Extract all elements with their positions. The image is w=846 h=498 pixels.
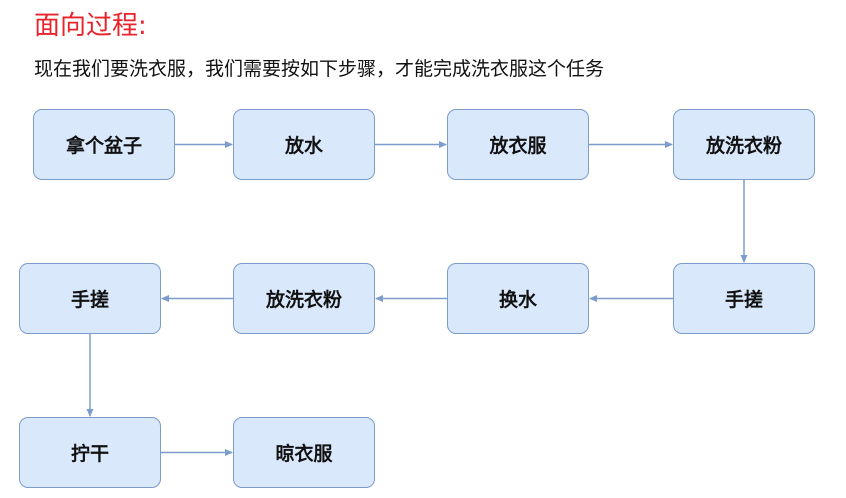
step-add-detergent: 放洗衣粉: [673, 109, 815, 180]
step-hand-scrub-again: 手搓: [19, 263, 161, 334]
step-wring-dry: 拧干: [19, 417, 161, 488]
step-get-basin: 拿个盆子: [33, 109, 175, 180]
step-change-water: 换水: [447, 263, 589, 334]
step-add-clothes: 放衣服: [447, 109, 589, 180]
page-description: 现在我们要洗衣服，我们需要按如下步骤，才能完成洗衣服这个任务: [34, 58, 605, 80]
step-add-water: 放水: [233, 109, 375, 180]
step-add-detergent-again: 放洗衣粉: [233, 263, 375, 334]
step-hang-clothes: 晾衣服: [233, 417, 375, 488]
page-title: 面向过程:: [34, 11, 147, 41]
step-hand-scrub: 手搓: [673, 263, 815, 334]
